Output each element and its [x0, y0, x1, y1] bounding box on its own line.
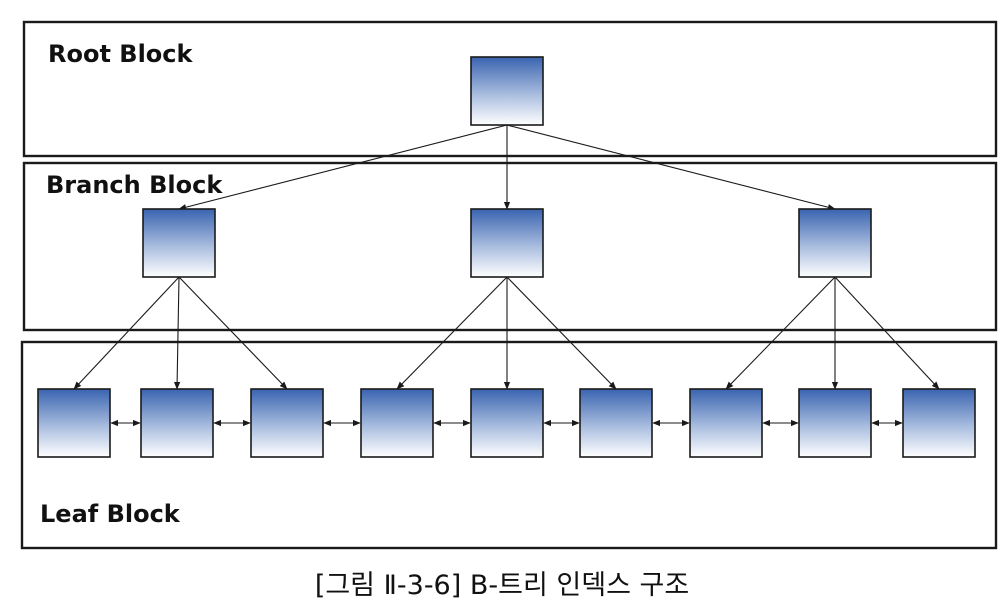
root-node: [470, 56, 544, 126]
tree-edges: [73, 124, 940, 390]
leaf-node-1: [37, 388, 111, 458]
branch-3-to-leaf-9-edge: [834, 276, 940, 390]
branch-1-to-leaf-1-edge: [73, 276, 180, 390]
leaf-node-4: [360, 388, 434, 458]
leaf-node-5: [470, 388, 544, 458]
branch-2-to-leaf-4-edge: [396, 276, 508, 390]
leaf-node-3: [250, 388, 324, 458]
branch-level-label: Branch Block: [46, 171, 223, 199]
leaf-node-2: [140, 388, 214, 458]
figure-caption: [그림 Ⅱ-3-6] B-트리 인덱스 구조: [315, 570, 689, 601]
leaf-node-6: [579, 388, 653, 458]
branch-2-to-leaf-6-edge: [506, 276, 617, 390]
leaf-level-label: Leaf Block: [40, 500, 181, 528]
branch-node-3: [798, 208, 872, 278]
leaf-node-8: [798, 388, 872, 458]
root-level-label: Root Block: [48, 40, 194, 68]
tree-nodes: [37, 56, 976, 458]
branch-node-2: [470, 208, 544, 278]
leaf-node-7: [689, 388, 763, 458]
branch-node-1: [142, 208, 216, 278]
root-to-branch-edge-1: [178, 124, 508, 211]
root-to-branch-edge-3: [506, 124, 836, 211]
branch-3-to-leaf-7-edge: [725, 276, 836, 390]
branch-1-to-leaf-3-edge: [178, 276, 288, 390]
branch-1-to-leaf-2-edge: [173, 276, 181, 390]
leaf-node-9: [902, 388, 976, 458]
